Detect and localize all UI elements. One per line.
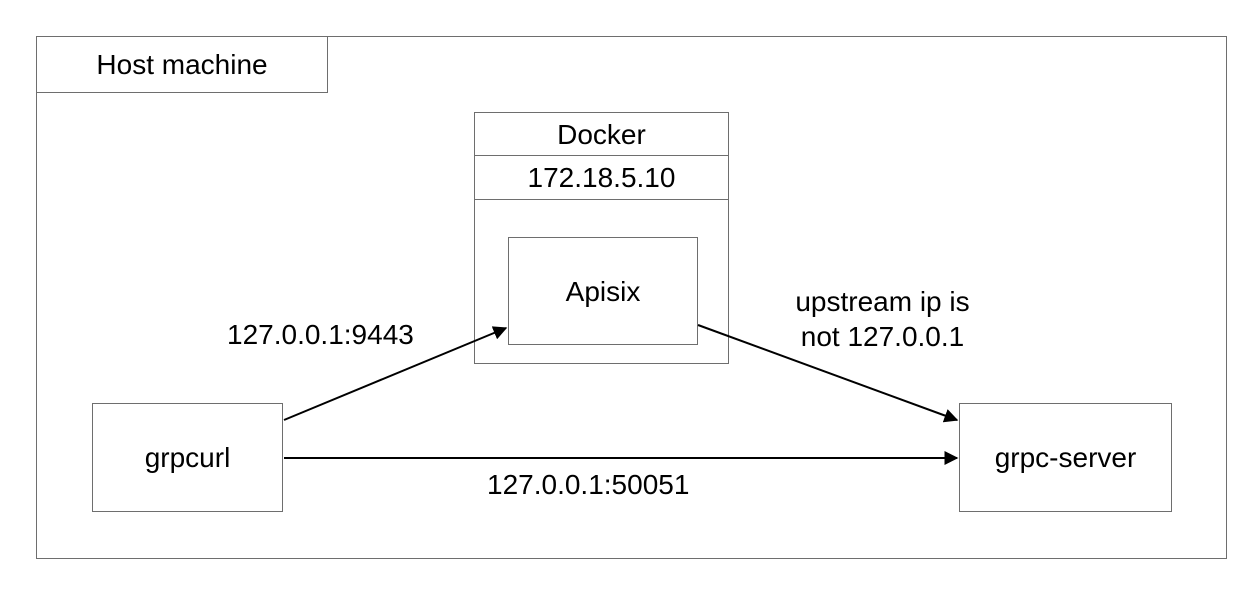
grpc-server-node: grpc-server — [959, 403, 1172, 512]
apisix-node: Apisix — [508, 237, 698, 345]
edge-label-client-to-apisix: 127.0.0.1:9443 — [227, 319, 414, 350]
host-machine-title-box: Host machine — [36, 36, 328, 93]
edge-label-apisix-to-server: upstream ip is not 127.0.0.1 — [760, 284, 1005, 354]
grpc-server-label: grpc-server — [994, 441, 1137, 473]
edge-label-apisix-to-server-line1: upstream ip is — [795, 286, 970, 317]
grpcurl-label: grpcurl — [144, 441, 231, 473]
docker-ip: 172.18.5.10 — [527, 161, 676, 193]
grpcurl-node: grpcurl — [92, 403, 283, 512]
docker-title: Docker — [557, 118, 646, 150]
docker-title-box: Docker — [474, 112, 729, 157]
edge-label-client-to-server: 127.0.0.1:50051 — [487, 469, 690, 500]
edge-label-apisix-to-server-line2: not 127.0.0.1 — [800, 321, 965, 352]
host-machine-title: Host machine — [96, 48, 268, 80]
docker-ip-box: 172.18.5.10 — [474, 155, 729, 200]
apisix-label: Apisix — [565, 276, 641, 307]
